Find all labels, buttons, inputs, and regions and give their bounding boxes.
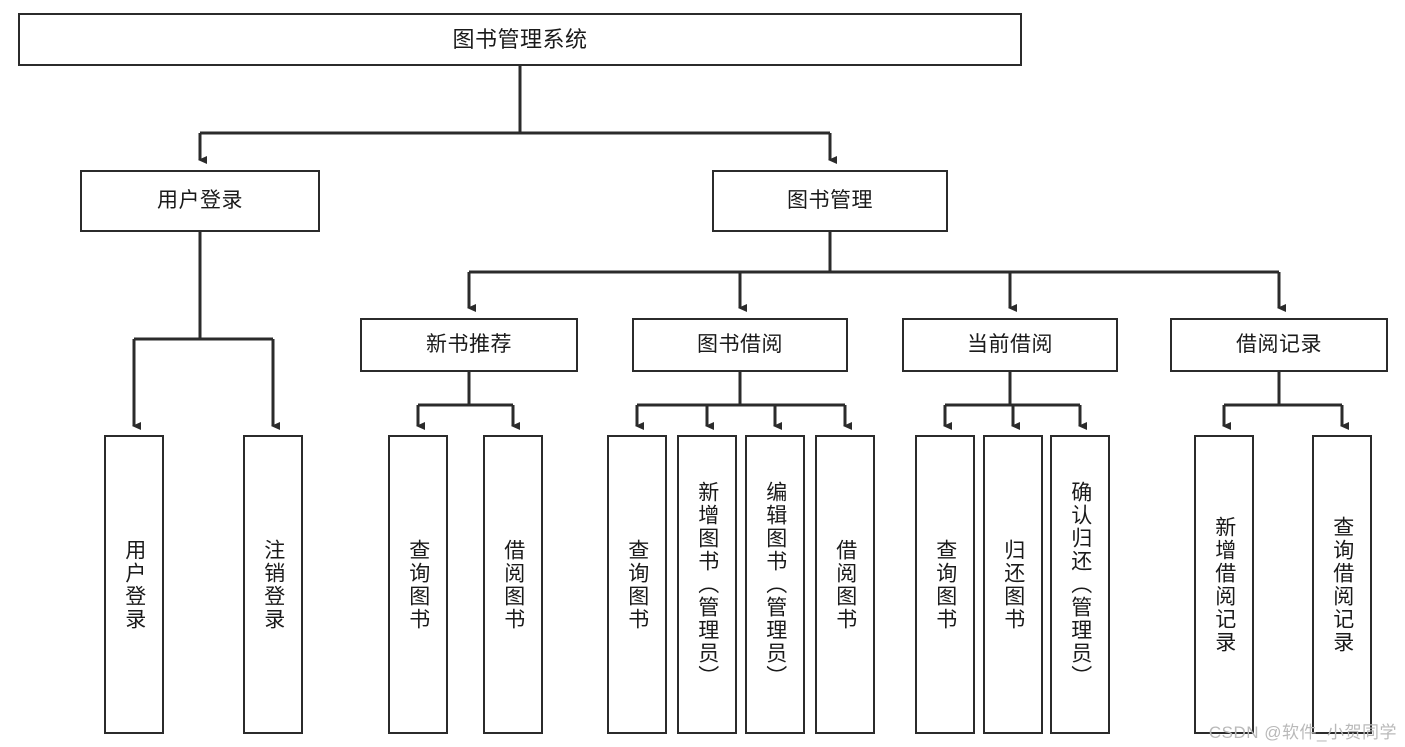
node-leaf-add-book-admin[interactable]: 新增图书（管理员） [677, 435, 737, 734]
node-new-book-recommend[interactable]: 新书推荐 [360, 318, 578, 372]
node-label: 查询图书 [406, 538, 430, 631]
node-label: 用户登录 [157, 188, 243, 212]
node-label: 图书借阅 [697, 332, 783, 356]
node-user-login[interactable]: 用户登录 [80, 170, 320, 232]
node-leaf-confirm-return-admin[interactable]: 确认归还（管理员） [1050, 435, 1110, 734]
node-label: 借阅图书 [501, 538, 525, 631]
node-label: 当前借阅 [967, 332, 1053, 356]
node-leaf-add-borrow-record[interactable]: 新增借阅记录 [1194, 435, 1254, 734]
node-label: 确认归还（管理员） [1068, 481, 1092, 688]
node-book-borrow[interactable]: 图书借阅 [632, 318, 848, 372]
node-root-system[interactable]: 图书管理系统 [18, 13, 1022, 66]
node-leaf-edit-book-admin[interactable]: 编辑图书（管理员） [745, 435, 805, 734]
watermark-text: CSDN @软件_小贺同学 [1208, 723, 1397, 742]
node-label: 查询图书 [933, 538, 957, 631]
node-label: 图书管理系统 [452, 26, 588, 52]
node-label: 新增图书（管理员） [695, 481, 719, 688]
node-borrow-record[interactable]: 借阅记录 [1170, 318, 1388, 372]
node-current-borrow[interactable]: 当前借阅 [902, 318, 1118, 372]
node-leaf-user-logout[interactable]: 注销登录 [243, 435, 303, 734]
node-label: 新增借阅记录 [1212, 515, 1236, 654]
node-leaf-borrow-book-2[interactable]: 借阅图书 [815, 435, 875, 734]
node-leaf-borrow-book-1[interactable]: 借阅图书 [483, 435, 543, 734]
node-label: 注销登录 [261, 538, 285, 631]
node-leaf-query-book-2[interactable]: 查询图书 [607, 435, 667, 734]
node-label: 用户登录 [122, 538, 146, 631]
node-label: 查询借阅记录 [1330, 515, 1354, 654]
node-label: 新书推荐 [426, 332, 512, 356]
node-label: 归还图书 [1001, 538, 1025, 631]
node-leaf-user-login[interactable]: 用户登录 [104, 435, 164, 734]
node-book-manage[interactable]: 图书管理 [712, 170, 948, 232]
node-label: 查询图书 [625, 538, 649, 631]
node-leaf-query-book-1[interactable]: 查询图书 [388, 435, 448, 734]
node-label: 图书管理 [787, 188, 873, 212]
node-leaf-query-book-3[interactable]: 查询图书 [915, 435, 975, 734]
node-label: 借阅记录 [1236, 332, 1322, 356]
node-label: 借阅图书 [833, 538, 857, 631]
node-leaf-return-book[interactable]: 归还图书 [983, 435, 1043, 734]
node-label: 编辑图书（管理员） [763, 481, 787, 688]
node-leaf-query-borrow-record[interactable]: 查询借阅记录 [1312, 435, 1372, 734]
